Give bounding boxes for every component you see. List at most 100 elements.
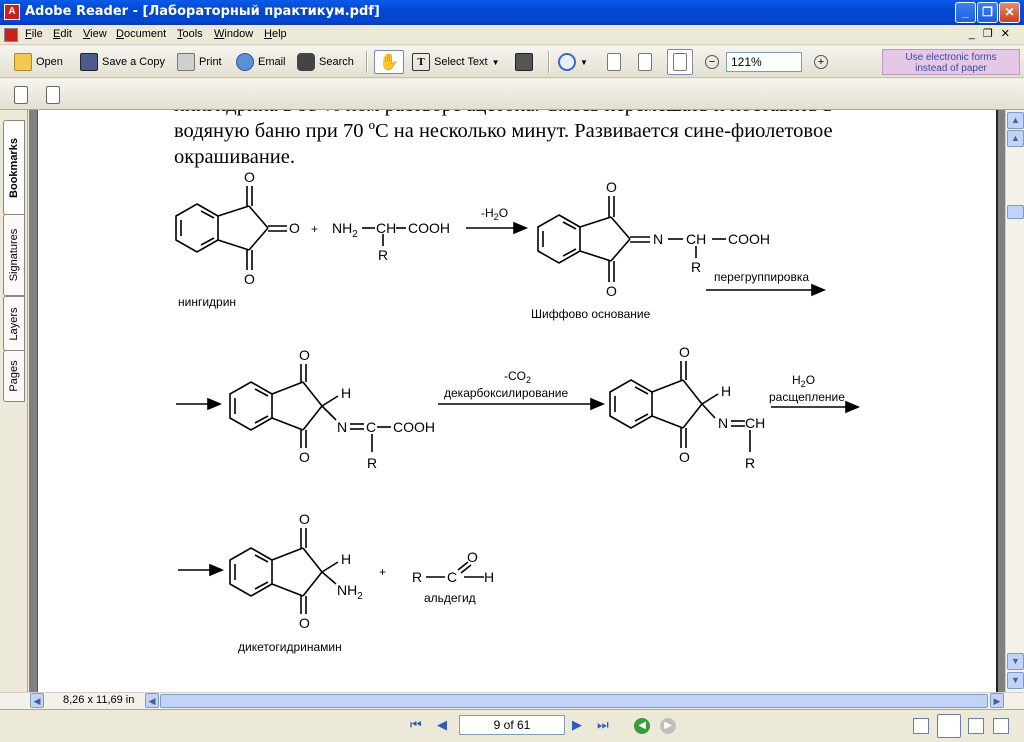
magnifier-icon [558, 53, 576, 71]
open-button[interactable]: Open [14, 52, 63, 72]
previous-view-button[interactable]: ◀ [634, 718, 650, 734]
zoom-in-button[interactable]: + [814, 55, 828, 69]
oxygen-label: O [289, 220, 300, 236]
horizontal-scroll-thumb[interactable] [160, 694, 988, 708]
menu-tools[interactable]: Tools [177, 28, 203, 40]
next-page-icon: ▶ [572, 717, 582, 732]
minus-water-label: -H2O [481, 206, 508, 222]
fit-width-icon [673, 53, 687, 71]
chevron-down-icon[interactable]: ▼ [491, 57, 500, 67]
secondary-toolbar [0, 79, 1024, 110]
menu-window[interactable]: Window [214, 28, 254, 40]
schiff-base-label: Шиффово основание [531, 307, 651, 321]
scroll-right-button[interactable]: ▶ [990, 693, 1004, 708]
oxygen-label: O [679, 344, 690, 360]
menu-document[interactable]: Document [116, 28, 167, 40]
toolbar-separator [548, 51, 550, 73]
snapshot-button[interactable] [515, 52, 533, 72]
first-page-button[interactable]: ⏮ [410, 717, 426, 733]
menu-help[interactable]: Help [264, 28, 287, 40]
single-page-button[interactable] [913, 718, 929, 734]
scrollbar-thumb[interactable] [1007, 205, 1024, 219]
electronic-forms-banner[interactable]: Use electronic forms instead of paper [882, 49, 1020, 75]
first-page-icon: ⏮ [410, 717, 422, 732]
tab-layers[interactable]: Layers [3, 296, 25, 351]
page-number-input[interactable]: 9 of 61 [459, 715, 565, 735]
tab-signatures[interactable]: Signatures [3, 214, 25, 296]
menu-view[interactable]: View [83, 28, 107, 40]
document-window-controls[interactable]: _❐✕ [968, 28, 1018, 40]
next-view-button[interactable]: ▶ [660, 718, 676, 734]
r-label: R [691, 259, 701, 275]
text-cursor-icon: T [412, 53, 430, 71]
horizontal-scrollbar[interactable]: ◀ 8,26 x 11,69 in ◀ ▶ [0, 692, 1024, 709]
ch-label: CH [376, 220, 396, 236]
search-button[interactable]: Search [297, 52, 354, 72]
hand-tool-button[interactable]: ✋ [374, 50, 404, 74]
zoom-in-tool-button[interactable]: ▼ [558, 52, 588, 72]
print-button[interactable]: Print [177, 52, 222, 72]
scroll-up-button[interactable]: ▲ [1007, 112, 1024, 129]
menu-file[interactable]: File [25, 28, 43, 40]
ninhydrin-label: нингидрин [178, 295, 236, 309]
vertical-scrollbar[interactable]: ▲ ▲ ▼ ▼ [1005, 110, 1024, 692]
close-button[interactable]: ✕ [999, 2, 1020, 23]
tab-pages[interactable]: Pages [3, 350, 25, 402]
hydrogen-label: H [484, 569, 494, 585]
plus-sign: + [379, 565, 386, 579]
chevron-down-icon[interactable]: ▼ [580, 57, 588, 67]
oxygen-label: O [606, 179, 617, 195]
last-page-button[interactable]: ⏭ [597, 717, 613, 733]
actual-size-button[interactable] [607, 52, 621, 72]
r-label: R [745, 455, 755, 471]
rotate-clockwise-button[interactable] [14, 85, 28, 105]
facing-button[interactable] [968, 718, 984, 734]
text-line: нингидрина в 95 % ном растворе ацетона. … [174, 110, 934, 118]
fit-page-button[interactable] [638, 52, 652, 72]
menu-edit[interactable]: Edit [53, 28, 72, 40]
select-text-button[interactable]: T Select Text ▼ [412, 52, 500, 72]
save-copy-button[interactable]: Save a Copy [80, 52, 165, 72]
continuous-facing-button[interactable] [993, 718, 1009, 734]
zoom-out-button[interactable]: − [705, 55, 719, 69]
previous-page-button[interactable]: ◀ [437, 717, 453, 733]
scroll-left-button[interactable]: ◀ [30, 693, 44, 708]
email-button[interactable]: Email [236, 52, 286, 72]
tab-bookmarks[interactable]: Bookmarks [3, 120, 25, 215]
page-size-readout: 8,26 x 11,69 in [63, 694, 135, 706]
email-globe-icon [236, 53, 254, 71]
minus-co2-label: -CO2 [504, 369, 531, 385]
r-label: R [378, 247, 388, 263]
fit-page-icon [638, 53, 652, 71]
adobe-reader-icon: A [4, 4, 20, 20]
rotate-page-ccw-icon [46, 86, 60, 104]
decarboxylation-label: декарбоксилирование [444, 386, 568, 400]
reaction-scheme: O O O нингидрин + NH2 CH COOH R -H2O O O… [175, 169, 861, 654]
continuous-button[interactable] [937, 714, 961, 738]
fit-width-button[interactable] [667, 49, 693, 75]
r-label: R [367, 455, 377, 471]
nitrogen-label: N [653, 231, 663, 247]
maximize-button[interactable]: ❐ [977, 2, 998, 23]
ch-label: CH [745, 415, 765, 431]
hydrogen-label: H [341, 385, 351, 401]
minimize-button[interactable]: _ [955, 2, 976, 23]
main-toolbar: Open Save a Copy Print Email Search ✋ T … [0, 46, 1024, 78]
oxygen-label: O [299, 347, 310, 363]
document-icon[interactable] [4, 28, 18, 42]
aldehyde-label: альдегид [424, 591, 476, 605]
rotate-counterclockwise-button[interactable] [46, 85, 60, 105]
title-bar[interactable]: A Adobe Reader - [Лабораторный практикум… [0, 0, 1024, 25]
menu-bar: File Edit View Document Tools Window Hel… [0, 25, 1024, 45]
navigation-panel: Bookmarks Signatures Layers Pages [0, 110, 28, 692]
plus-sign: + [311, 222, 318, 236]
scroll-left-button[interactable]: ◀ [145, 693, 159, 708]
scroll-next-button[interactable]: ▼ [1007, 653, 1024, 670]
zoom-level-input[interactable]: 121% [726, 52, 802, 72]
cooh-label: COOH [728, 231, 770, 247]
oxygen-label: O [299, 511, 310, 527]
scroll-down-button[interactable]: ▼ [1007, 672, 1024, 689]
next-page-button[interactable]: ▶ [572, 717, 588, 733]
camera-icon [515, 53, 533, 71]
scroll-prev-button[interactable]: ▲ [1007, 130, 1024, 147]
